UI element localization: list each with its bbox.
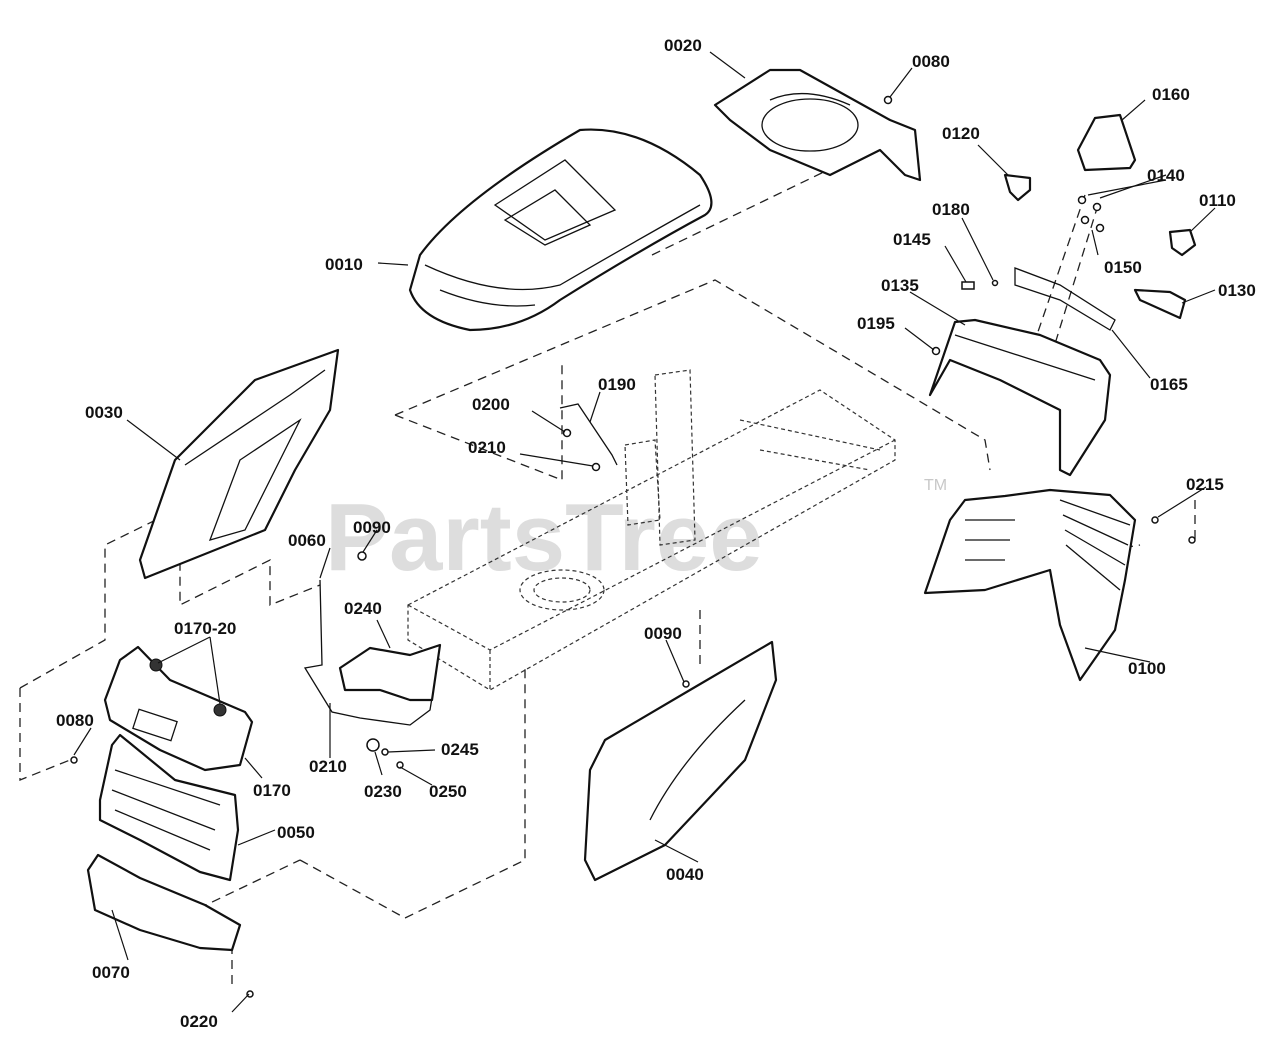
- callout-0210-center: 0210: [468, 438, 506, 457]
- callout-0145: 0145: [893, 230, 931, 249]
- part-small-hardware-center: [559, 403, 690, 688]
- part-hood: [408, 128, 713, 332]
- callout-0060: 0060: [288, 531, 326, 550]
- part-side-panel-left: [138, 348, 340, 580]
- part-bumper: [86, 853, 242, 952]
- callout-0245: 0245: [441, 740, 479, 759]
- watermark-trademark: TM: [924, 477, 947, 494]
- callout-0050: 0050: [277, 823, 315, 842]
- callout-labels: 0010 0020 0080 0160 0120 0140 0110 0180 …: [56, 36, 1256, 1031]
- callout-0070: 0070: [92, 963, 130, 982]
- part-steering-boot: [1076, 113, 1137, 172]
- leader-lines: [73, 51, 1216, 1013]
- callout-0250: 0250: [429, 782, 467, 801]
- callout-0110: 0110: [1199, 191, 1236, 210]
- callout-0030: 0030: [85, 403, 123, 422]
- callout-0210-left: 0210: [309, 757, 347, 776]
- callout-0150: 0150: [1104, 258, 1142, 277]
- part-levers: [70, 95, 1197, 998]
- callout-0080-top: 0080: [912, 52, 950, 71]
- callout-0170-20: 0170-20: [174, 619, 236, 638]
- callout-0020: 0020: [664, 36, 702, 55]
- part-rear-fender: [923, 488, 1137, 682]
- part-headlight-bezel: [103, 645, 254, 772]
- callout-0140: 0140: [1147, 166, 1185, 185]
- part-grille: [98, 733, 240, 882]
- callout-0135: 0135: [881, 276, 919, 295]
- part-hood-rod-and-bracket: [303, 551, 442, 769]
- watermark-text: PartsTree: [325, 484, 763, 591]
- callout-0215: 0215: [1186, 475, 1224, 494]
- callout-0090-right: 0090: [644, 624, 682, 643]
- callout-0230: 0230: [364, 782, 402, 801]
- callout-0040: 0040: [666, 865, 704, 884]
- callout-0120: 0120: [942, 124, 980, 143]
- callout-0090-left: 0090: [353, 518, 391, 537]
- callout-0165: 0165: [1150, 375, 1188, 394]
- callout-0080-left: 0080: [56, 711, 94, 730]
- callout-0240: 0240: [344, 599, 382, 618]
- part-dash-panel: [713, 68, 922, 182]
- part-dash-console: [928, 267, 1116, 477]
- callout-0195: 0195: [857, 314, 895, 333]
- callout-0010: 0010: [325, 255, 363, 274]
- callout-0130: 0130: [1218, 281, 1256, 300]
- callout-0170: 0170: [253, 781, 291, 800]
- callout-0200: 0200: [472, 395, 510, 414]
- callout-0160: 0160: [1152, 85, 1190, 104]
- tractor-frame: [407, 369, 896, 691]
- callout-0100: 0100: [1128, 659, 1166, 678]
- callout-0180: 0180: [932, 200, 970, 219]
- part-side-panel-right: [583, 640, 778, 882]
- callout-0190: 0190: [598, 375, 636, 394]
- callout-0220: 0220: [180, 1012, 218, 1031]
